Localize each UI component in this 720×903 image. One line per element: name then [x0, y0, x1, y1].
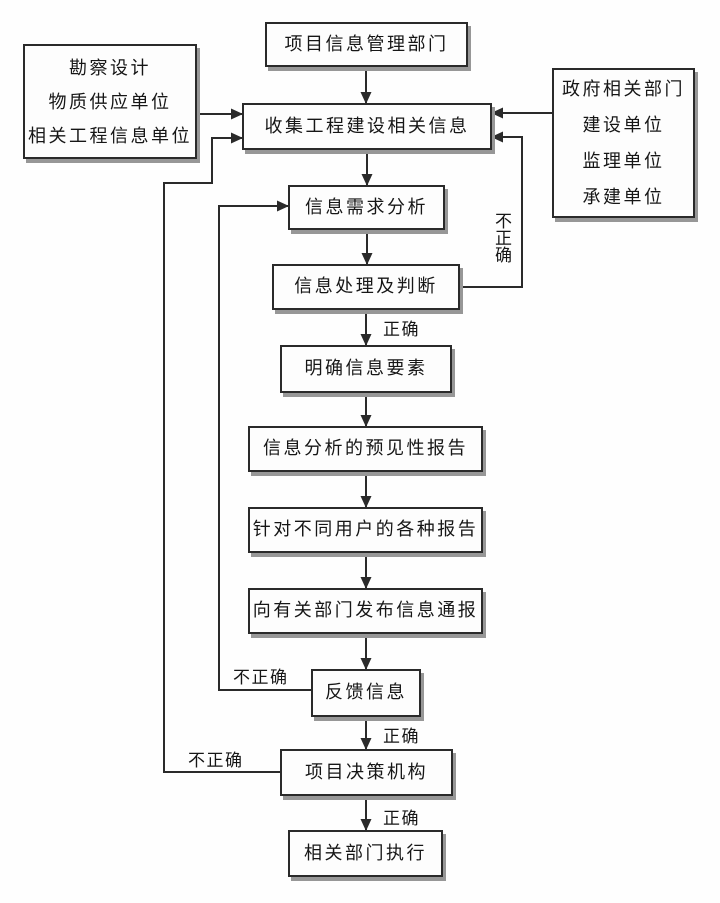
node-info-sources-right: 政府相关部门 建设单位 监理单位 承建单位: [552, 68, 695, 218]
node-decision-body: 项目决策机构: [280, 749, 453, 796]
label-correct-after-decision: 正确: [383, 809, 420, 828]
node-execute-dept: 相关部门执行: [288, 830, 443, 877]
label-incorrect-decision-loop: 不正确: [188, 751, 244, 770]
node-user-reports: 针对不同用户的各种报告: [248, 507, 483, 553]
label-incorrect-processing-loop: 不正确: [492, 212, 511, 263]
source-left-line-1: 勘察设计: [69, 57, 151, 78]
node-feedback-info: 反馈信息: [311, 669, 421, 717]
node-predictive-report: 信息分析的预见性报告: [248, 426, 483, 472]
source-right-line-3: 监理单位: [582, 151, 665, 171]
edge-feedback-incorrect-loop: [218, 200, 311, 691]
label-correct-after-feedback: 正确: [383, 727, 420, 746]
node-project-info-dept: 项目信息管理部门: [265, 22, 468, 67]
source-right-line-2: 建设单位: [582, 115, 665, 135]
node-demand-analysis: 信息需求分析: [288, 185, 445, 230]
source-left-line-3: 相关工程信息单位: [28, 125, 192, 146]
source-right-line-4: 承建单位: [582, 187, 665, 207]
source-left-line-2: 物质供应单位: [48, 91, 172, 112]
node-collect-info: 收集工程建设相关信息: [242, 103, 492, 150]
node-clarify-elements: 明确信息要素: [280, 345, 452, 393]
label-correct-after-processing: 正确: [383, 320, 420, 339]
label-incorrect-feedback-loop: 不正确: [233, 668, 289, 687]
edge-processing-incorrect-loop: [460, 131, 523, 288]
node-publish-bulletin: 向有关部门发布信息通报: [248, 588, 483, 634]
node-info-sources-left: 勘察设计 物质供应单位 相关工程信息单位: [23, 44, 197, 159]
source-right-line-1: 政府相关部门: [562, 79, 685, 99]
edge-decision-incorrect-loop: [163, 132, 280, 773]
node-processing-judgment: 信息处理及判断: [272, 264, 460, 310]
